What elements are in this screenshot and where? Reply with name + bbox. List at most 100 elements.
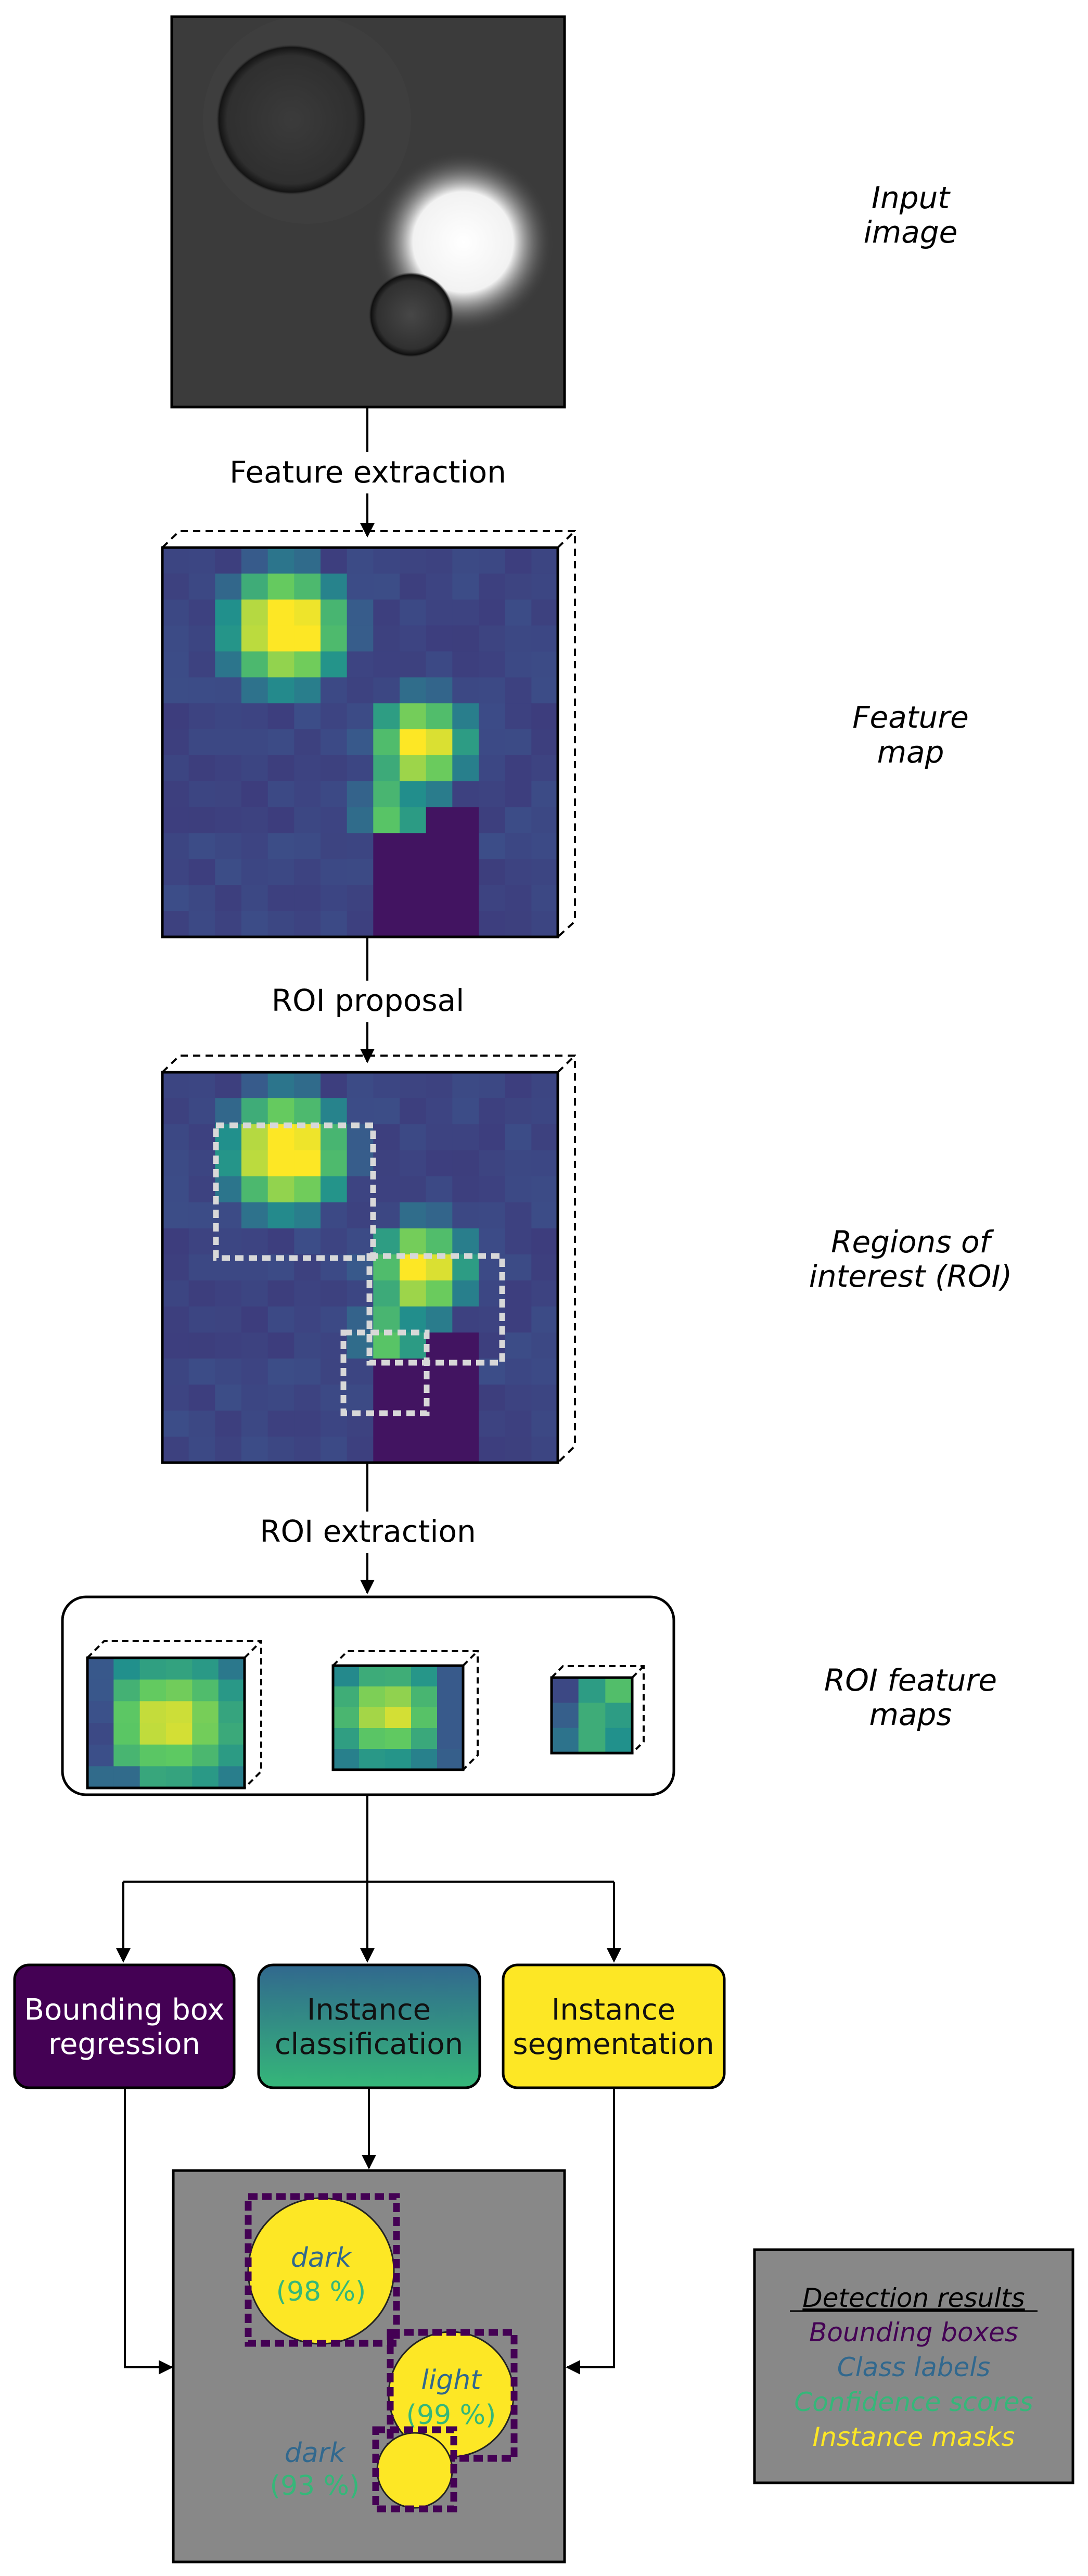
heatmap-cell xyxy=(267,1333,295,1359)
roi-feature-maps xyxy=(61,1595,675,1796)
heatmap-cell xyxy=(218,1723,245,1745)
heatmap-cell xyxy=(294,651,321,678)
heatmap-cell xyxy=(373,703,400,730)
heatmap-cell xyxy=(294,755,321,782)
roi-map-grid xyxy=(162,1072,558,1463)
heatmap-cell xyxy=(400,1280,427,1307)
heatmap-cell xyxy=(321,651,348,678)
heatmap-cell xyxy=(166,1701,193,1723)
heatmap-cell xyxy=(188,781,215,808)
heatmap-cell xyxy=(321,807,348,834)
heatmap-cell xyxy=(347,1124,374,1151)
heatmap-cell xyxy=(373,781,400,808)
heatmap-cell xyxy=(188,1150,215,1177)
heatmap-cell xyxy=(162,807,189,834)
heatmap-cell xyxy=(531,625,558,652)
heatmap-cell xyxy=(192,1701,219,1723)
heatmap-cell xyxy=(479,651,506,678)
heatmap-cell xyxy=(215,1411,242,1437)
heatmap-cell xyxy=(294,1228,321,1255)
heatmap-cell xyxy=(373,1098,400,1125)
instance-mask-3 xyxy=(376,2432,453,2509)
heatmap-cell xyxy=(400,599,427,626)
feature-map-grid xyxy=(162,548,558,937)
heatmap-cell xyxy=(241,599,268,626)
heatmap-cell xyxy=(321,1150,348,1177)
cube-depth-edges xyxy=(86,1640,262,1789)
heatmap-cell xyxy=(479,548,506,574)
label-roi-feature-maps-line1: ROI feature xyxy=(824,1663,997,1698)
svg-text:regression: regression xyxy=(48,2027,200,2061)
heatmap-cell xyxy=(426,651,453,678)
heatmap-cell xyxy=(241,703,268,730)
heatmap-cell xyxy=(267,1228,295,1255)
heatmap-cell xyxy=(411,1728,438,1749)
heatmap-cell xyxy=(359,1686,386,1708)
heatmap-cell xyxy=(241,911,268,937)
heatmap-cell xyxy=(426,1124,453,1151)
heatmap-cell xyxy=(452,1385,479,1411)
heatmap-cell xyxy=(267,1072,295,1099)
heatmap-cell xyxy=(373,625,400,652)
result-connectors xyxy=(124,2089,615,2375)
heatmap-cell xyxy=(373,859,400,885)
heatmap-cell xyxy=(294,911,321,937)
heatmap-cell xyxy=(218,1766,245,1788)
heatmap-cell xyxy=(188,599,215,626)
heatmap-cell xyxy=(215,625,242,652)
heatmap-cell xyxy=(452,599,479,626)
heatmap-cell xyxy=(505,677,532,704)
heatmap-cell xyxy=(241,729,268,756)
heatmap-cell xyxy=(400,625,427,652)
heatmap-cell xyxy=(218,1679,245,1702)
heatmap-cell xyxy=(505,1072,532,1099)
heatmap-cell xyxy=(426,1072,453,1099)
heatmap-cell xyxy=(373,1176,400,1203)
heatmap-cell xyxy=(552,1703,579,1729)
heatmap-cell xyxy=(321,1306,348,1333)
heatmap-cell xyxy=(552,1678,579,1703)
heatmap-cell xyxy=(400,1306,427,1333)
cube-face-outline xyxy=(331,1664,465,1771)
heatmap-cell xyxy=(426,1411,453,1437)
heatmap-cell xyxy=(426,1385,453,1411)
heatmap-cell xyxy=(385,1666,412,1687)
heatmap-cell xyxy=(505,1306,532,1333)
heatmap-cell xyxy=(241,807,268,834)
heatmap-cell xyxy=(605,1728,633,1754)
heatmap-cell xyxy=(479,1150,506,1177)
heatmap-cell xyxy=(373,1385,400,1411)
heatmap-cell xyxy=(437,1666,464,1687)
detection-legend: Detection results Bounding boxes Class l… xyxy=(753,2248,1074,2484)
heatmap-cell xyxy=(188,911,215,937)
heatmap-cell xyxy=(347,1176,374,1203)
heatmap-cell xyxy=(188,755,215,782)
heatmap-cell xyxy=(294,1359,321,1385)
roi-box-2 xyxy=(366,1253,505,1366)
heatmap-cell xyxy=(241,625,268,652)
heatmap-cell xyxy=(531,1176,558,1203)
heatmap-cell xyxy=(373,1437,400,1463)
heatmap-cell xyxy=(452,911,479,937)
heatmap-cell xyxy=(437,1707,464,1729)
heatmap-cell xyxy=(241,1437,268,1463)
heatmap-cell xyxy=(373,911,400,937)
heatmap-cell xyxy=(400,1333,427,1359)
heatmap-cell xyxy=(215,703,242,730)
heatmap-cell xyxy=(267,833,295,859)
heatmap-cell xyxy=(426,833,453,859)
heatmap-cell xyxy=(426,1150,453,1177)
heatmap-cell xyxy=(215,1072,242,1099)
class-label-3: dark xyxy=(285,2438,346,2469)
heatmap-cell xyxy=(578,1728,606,1754)
heatmap-cell xyxy=(162,1437,189,1463)
heatmap-cell xyxy=(452,1306,479,1333)
heatmap-cell xyxy=(267,651,295,678)
heatmap-cell xyxy=(479,1228,506,1255)
heatmap-cell xyxy=(437,1749,464,1770)
heatmap-cell xyxy=(531,1306,558,1333)
label-feature-map-line2: map xyxy=(877,734,944,770)
heatmap-cell xyxy=(241,1411,268,1437)
heatmap-cell xyxy=(294,1411,321,1437)
heatmap-cell xyxy=(479,755,506,782)
